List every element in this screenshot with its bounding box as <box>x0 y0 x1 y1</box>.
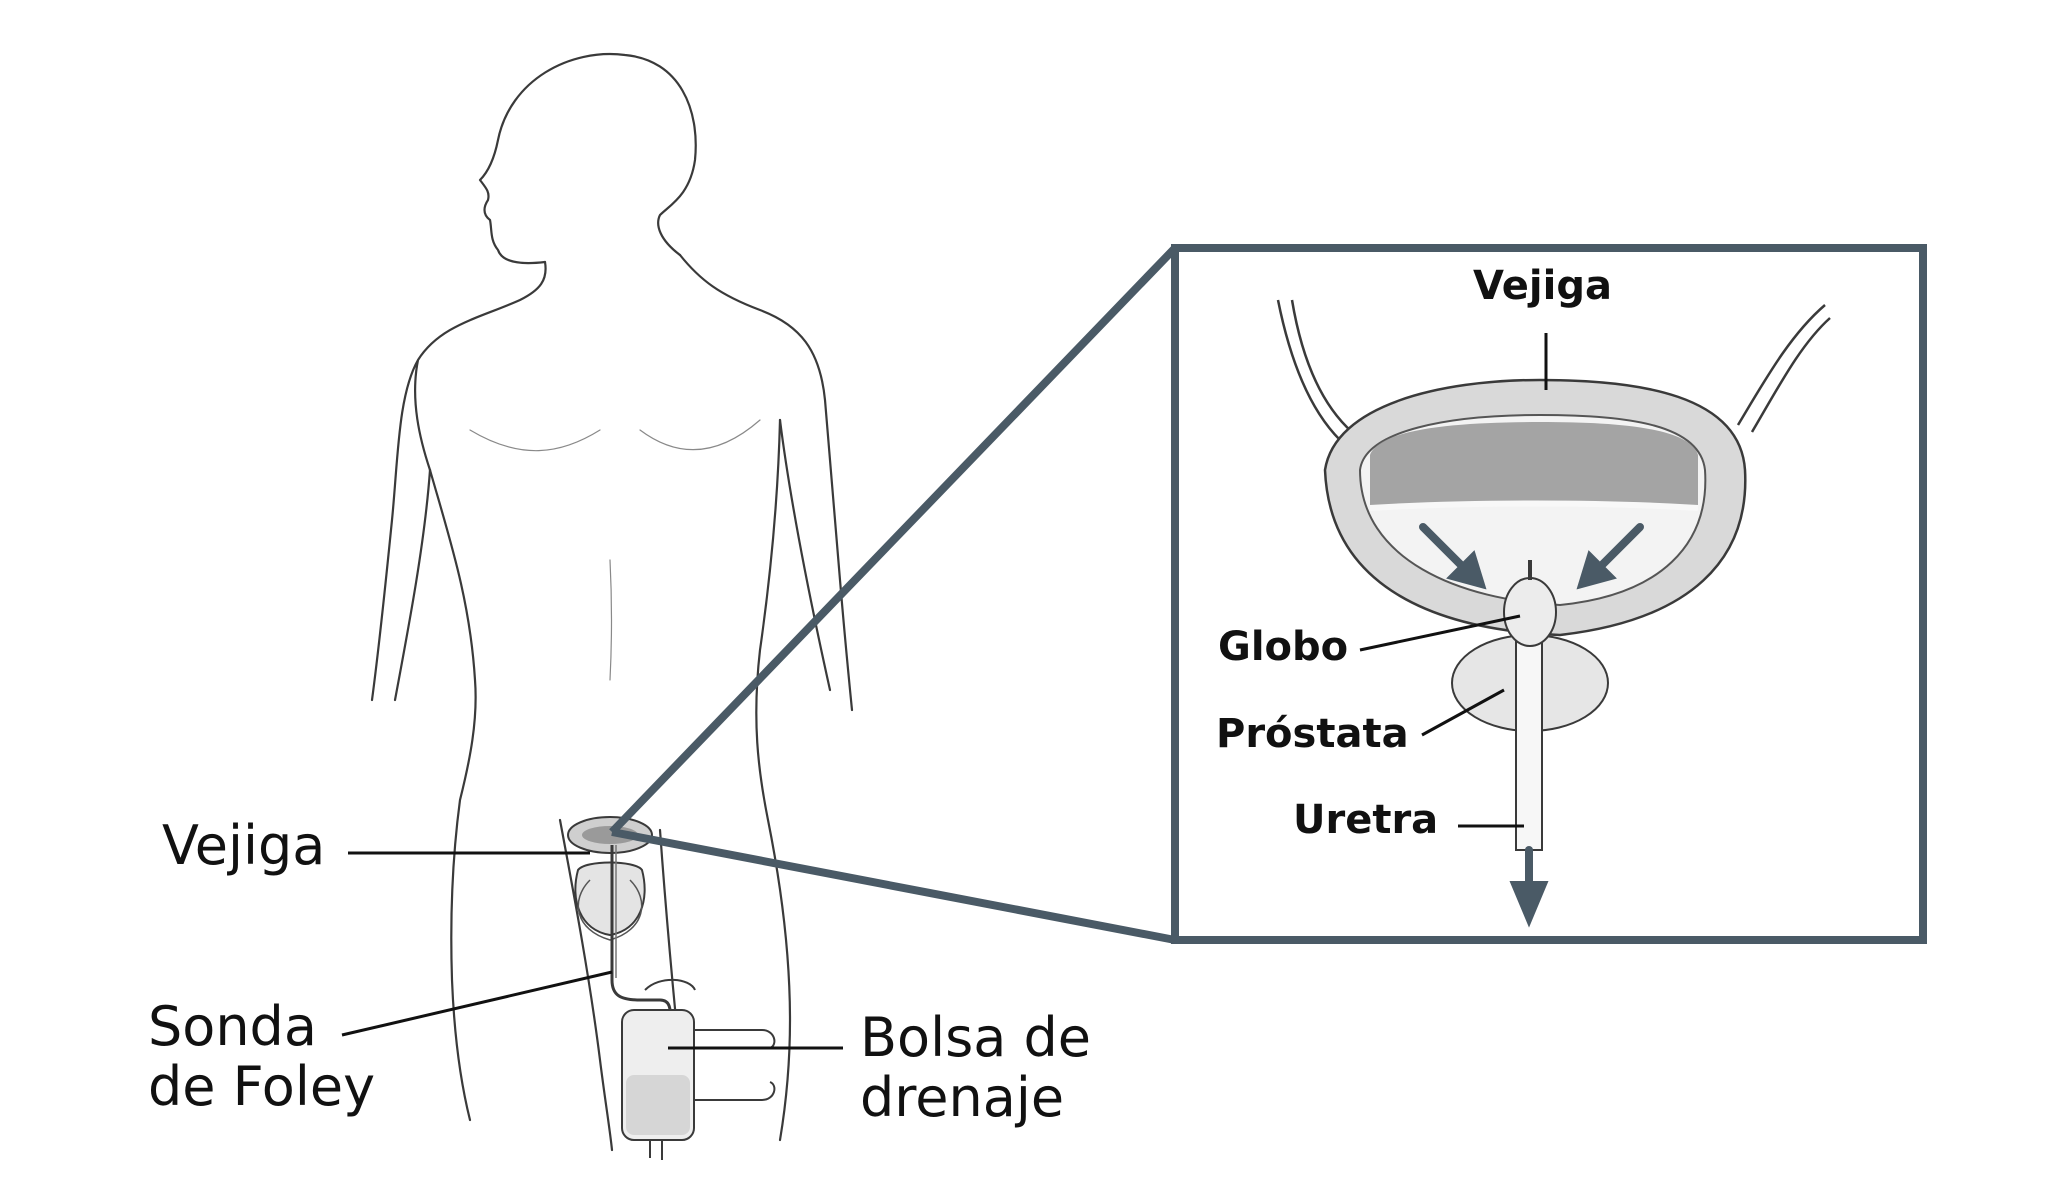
leader-prostata <box>1421 688 1505 737</box>
label-globo: Globo <box>1218 624 1349 670</box>
left-flank <box>428 468 477 1122</box>
label-prostata: Próstata <box>1216 711 1409 757</box>
label-vejiga-main: Vejiga <box>162 814 326 877</box>
urine-dark <box>1370 422 1698 508</box>
left-arm-inner <box>393 468 432 702</box>
body-figure <box>370 52 854 1152</box>
zoom-callout <box>609 245 1178 944</box>
chest-detail <box>469 419 761 681</box>
ureter-right <box>1736 304 1826 426</box>
head-outline <box>478 52 697 265</box>
bag-outlet <box>649 1140 663 1160</box>
inner-leg-left <box>558 818 614 1152</box>
label-vejiga-inset: Vejiga <box>1473 263 1612 309</box>
zoom-line-top <box>609 245 1178 835</box>
flow-arrows <box>1419 523 1644 928</box>
zoom-line-bottom <box>611 828 1176 944</box>
leader-lines <box>341 333 1548 1050</box>
right-flank <box>755 418 792 1142</box>
body-bladder <box>567 816 653 941</box>
arrow-right-head <box>1576 550 1617 590</box>
arrow-left-head <box>1446 550 1487 590</box>
bag-hanger <box>644 978 696 991</box>
arrow-down-head <box>1509 881 1549 928</box>
ureter-left <box>1276 299 1341 441</box>
leader-globo <box>1359 614 1521 652</box>
body-prostate <box>574 861 646 937</box>
label-sonda-de-foley: Sonda de Foley <box>148 995 376 1119</box>
balloon <box>1503 577 1557 647</box>
leg-strap <box>694 1029 776 1101</box>
label-uretra: Uretra <box>1293 797 1439 843</box>
catheter-and-bag <box>610 845 776 1160</box>
right-arm-inner <box>778 418 832 692</box>
scrotum <box>577 879 643 941</box>
leader-sonda <box>341 970 613 1037</box>
inset-bladder <box>1276 299 1831 928</box>
torso-outline <box>370 253 854 712</box>
label-bolsa-de-drenaje: Bolsa de drenaje <box>860 1006 1091 1130</box>
